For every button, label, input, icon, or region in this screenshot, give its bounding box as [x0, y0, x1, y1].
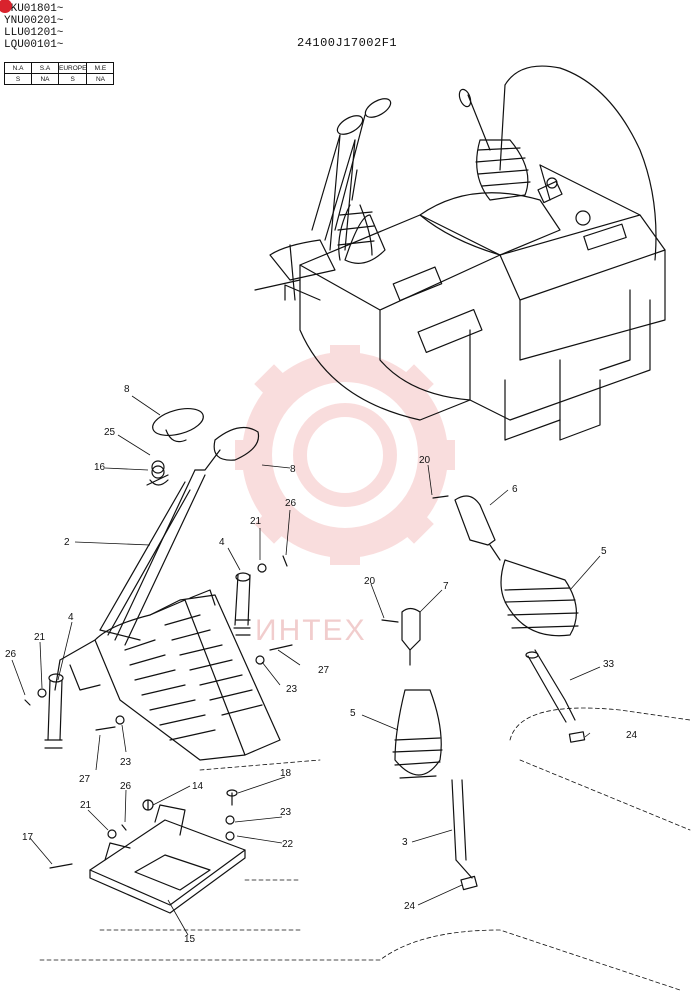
serial-number-1: YKU01801~	[4, 3, 64, 15]
serial-number-2: YNU00201~	[4, 15, 64, 27]
callout-20a: 20	[419, 455, 431, 466]
callout-24a: 24	[626, 730, 638, 741]
callout-22: 22	[282, 839, 294, 850]
callout-33: 33	[603, 659, 615, 670]
callout-5b: 5	[350, 708, 356, 719]
serial-number-list: YKU01801~ YNU00201~ LLU01201~ LQU00101~	[0, 0, 64, 51]
travel-pedal-assembly	[24, 407, 293, 761]
callout-26b: 26	[285, 498, 297, 509]
callout-2: 2	[64, 537, 70, 548]
callout-labels: 8 25 16 8 2 4 21 26 4 21 26 27 23 27 23 …	[5, 384, 638, 945]
callout-26a: 26	[5, 649, 17, 660]
callout-24b: 24	[404, 901, 416, 912]
callout-27b: 27	[79, 774, 91, 785]
right-lever-assembly	[381, 495, 586, 891]
cab-floor-outline	[39, 707, 691, 991]
applicability-value-me: NA	[86, 73, 115, 85]
seat-console-assembly	[254, 65, 666, 441]
callout-21a: 21	[34, 632, 46, 643]
callout-8a: 8	[124, 384, 130, 395]
callout-6: 6	[512, 484, 518, 495]
red-marker-dot	[0, 0, 12, 13]
serial-number-3: LLU01201~	[4, 27, 64, 39]
callout-23a: 23	[286, 684, 298, 695]
floor-plate-assembly	[49, 789, 246, 914]
drawing-number: 24100J17002F1	[297, 36, 398, 50]
callout-4a: 4	[219, 537, 225, 548]
applicability-value-sa: NA	[31, 73, 59, 85]
callout-26c: 26	[120, 781, 132, 792]
callout-7: 7	[443, 581, 449, 592]
applicability-value-na: S	[4, 73, 32, 85]
callout-15: 15	[184, 934, 196, 945]
leader-lines	[11, 395, 601, 936]
callout-21b: 21	[250, 516, 262, 527]
callout-18: 18	[280, 768, 292, 779]
callout-25: 25	[104, 427, 116, 438]
serial-number-4: LQU00101~	[4, 39, 64, 51]
applicability-table: N.A S.A EUROPE M.E S NA S NA	[4, 62, 115, 85]
watermark-gear-logo	[235, 345, 455, 565]
callout-20b: 20	[364, 576, 376, 587]
callout-23b: 23	[120, 757, 132, 768]
watermark-text: ИНТЕХ	[255, 614, 367, 647]
callout-23c: 23	[280, 807, 292, 818]
callout-5a: 5	[601, 546, 607, 557]
applicability-value-europe: S	[57, 73, 88, 85]
callout-3: 3	[402, 837, 408, 848]
callout-21c: 21	[80, 800, 92, 811]
callout-8b: 8	[290, 464, 296, 475]
callout-16: 16	[94, 462, 106, 473]
callout-14: 14	[192, 781, 204, 792]
applicability-value-row: S NA S NA	[4, 73, 115, 85]
callout-27a: 27	[318, 665, 330, 676]
callout-17: 17	[22, 832, 34, 843]
callout-4b: 4	[68, 612, 74, 623]
